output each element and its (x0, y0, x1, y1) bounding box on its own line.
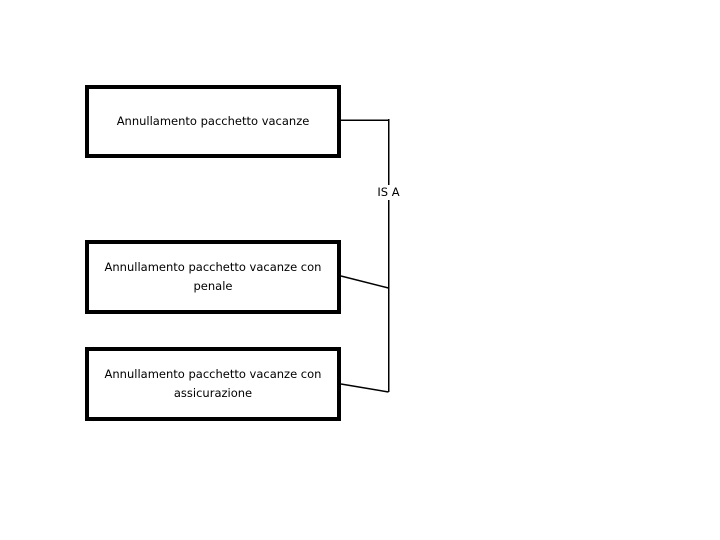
entity-label-parent: Annullamento pacchetto vacanze (116, 114, 310, 128)
entity-box-parent[interactable]: Annullamento pacchetto vacanze (85, 85, 341, 158)
connector-child-1 (340, 275, 389, 289)
entity-label-child-2: Annullamento pacchetto vacanze con assic… (104, 367, 322, 400)
entity-label-child-1: Annullamento pacchetto vacanze con penal… (104, 260, 322, 293)
connector-child-2 (340, 383, 389, 393)
relationship-label-is-a: IS A (360, 185, 417, 200)
entity-box-child-2[interactable]: Annullamento pacchetto vacanze con assic… (85, 347, 341, 421)
entity-box-child-1[interactable]: Annullamento pacchetto vacanze con penal… (85, 240, 341, 314)
